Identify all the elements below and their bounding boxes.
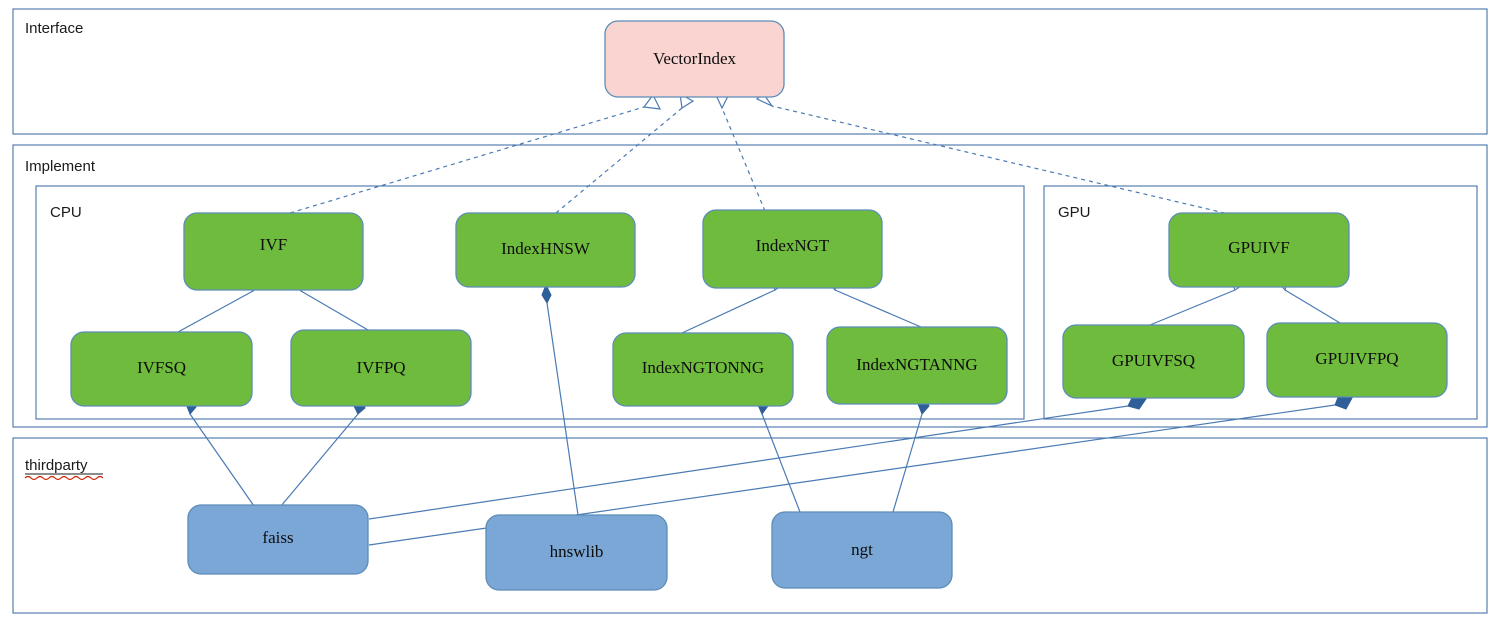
- node-gpuivfpq[interactable]: GPUIVFPQ: [1266, 322, 1448, 398]
- edge-ivf-to-vectorindex: [289, 93, 662, 214]
- node-faiss-label: faiss: [262, 528, 293, 547]
- node-indexngtanng-label: IndexNGTANNG: [856, 355, 977, 374]
- group-gpu-label: GPU: [1058, 204, 1091, 221]
- node-vectorindex-label: VectorIndex: [653, 49, 737, 68]
- node-ngt-rect: [771, 511, 953, 589]
- node-gpuivfpq-rect: [1266, 322, 1448, 398]
- node-ivfpq[interactable]: IVFPQ: [290, 329, 472, 407]
- node-indexngtonng-rect: [612, 332, 794, 407]
- group-thirdparty-label: thirdparty: [25, 457, 88, 474]
- node-hnswlib[interactable]: hnswlib: [485, 514, 668, 591]
- node-ivf-label: IVF: [260, 235, 287, 254]
- node-indexhnsw-label: IndexHNSW: [501, 239, 591, 258]
- node-ivfsq-rect: [70, 331, 253, 407]
- node-ivfsq-label: IVFSQ: [137, 358, 186, 377]
- node-ivfpq-label: IVFPQ: [356, 358, 405, 377]
- node-ivfsq[interactable]: IVFSQ: [70, 331, 253, 407]
- node-ivf-rect: [183, 212, 364, 291]
- node-hnswlib-label: hnswlib: [550, 542, 604, 561]
- group-interface-label: Interface: [25, 20, 83, 37]
- node-ivfpq-rect: [290, 329, 472, 407]
- node-gpuivf-label: GPUIVF: [1228, 238, 1289, 257]
- node-indexngt-label: IndexNGT: [756, 236, 830, 255]
- node-ngt-label: ngt: [851, 540, 873, 559]
- node-gpuivfsq-label: GPUIVFSQ: [1112, 351, 1195, 370]
- edge-faiss-to-gpuivfsq: [368, 395, 1147, 520]
- spellcheck-squiggle-icon: [24, 475, 104, 481]
- group-cpu-label: CPU: [50, 204, 82, 221]
- node-indexngt[interactable]: IndexNGT: [702, 209, 883, 289]
- node-faiss[interactable]: faiss: [187, 504, 369, 575]
- node-indexngt-rect: [702, 209, 883, 289]
- node-vectorindex-rect: [604, 20, 785, 98]
- node-vectorindex[interactable]: VectorIndex: [604, 20, 785, 98]
- node-ivf[interactable]: IVF: [183, 212, 364, 291]
- node-hnswlib-rect: [485, 514, 668, 591]
- node-indexngtanng-rect: [826, 326, 1008, 405]
- node-faiss-rect: [187, 504, 369, 575]
- node-gpuivf[interactable]: GPUIVF: [1168, 212, 1350, 288]
- node-indexhnsw[interactable]: IndexHNSW: [455, 212, 636, 288]
- node-indexhnsw-rect: [455, 212, 636, 288]
- node-indexngtanng[interactable]: IndexNGTANNG: [826, 326, 1008, 405]
- group-implement-label: Implement: [25, 158, 96, 175]
- node-gpuivf-rect: [1168, 212, 1350, 288]
- node-gpuivfpq-label: GPUIVFPQ: [1315, 349, 1398, 368]
- node-gpuivfsq-rect: [1062, 324, 1245, 399]
- node-gpuivfsq[interactable]: GPUIVFSQ: [1062, 324, 1245, 399]
- node-ngt[interactable]: ngt: [771, 511, 953, 589]
- node-indexngtonng[interactable]: IndexNGTONNG: [612, 332, 794, 407]
- node-indexngtonng-label: IndexNGTONNG: [642, 358, 764, 377]
